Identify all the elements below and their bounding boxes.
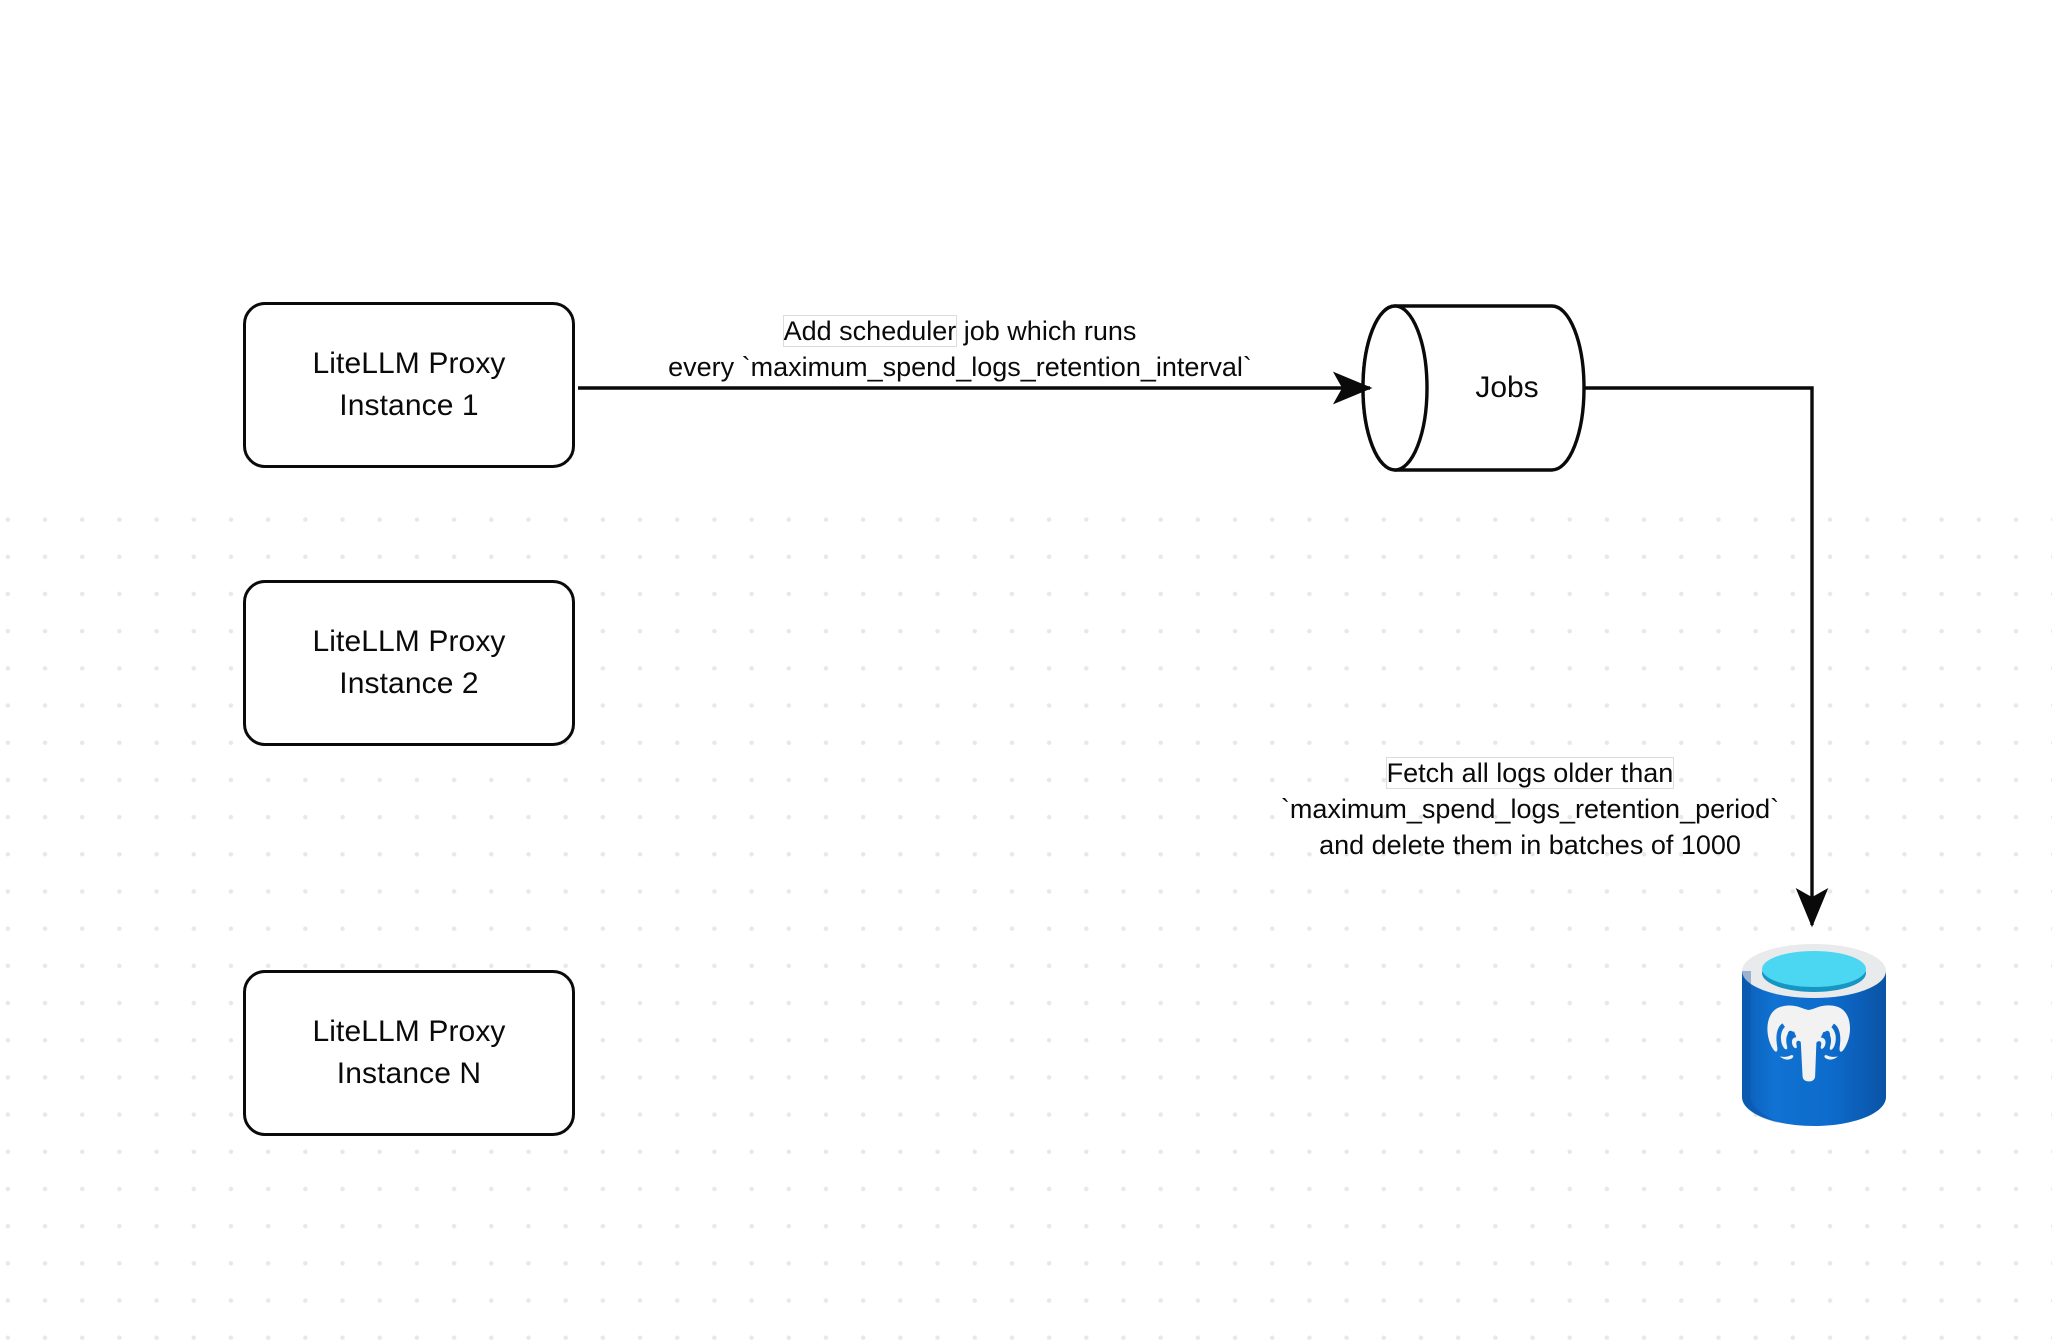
- edge-scheduler-label: Add scheduler job which runs every `maxi…: [610, 313, 1310, 385]
- node-proxy-instance-2-label: LiteLLM Proxy Instance 2: [312, 625, 506, 700]
- jobs-cylinder-shape: [1361, 304, 1586, 472]
- edge-cleanup-label: Fetch all logs older than `maximum_spend…: [1250, 755, 1810, 863]
- node-proxy-instance-1[interactable]: LiteLLM Proxy Instance 1: [243, 302, 575, 468]
- node-postgres-database[interactable]: [1739, 938, 1889, 1130]
- node-jobs-queue-label: Jobs: [1475, 371, 1539, 404]
- edge-scheduler-label-line-2: every `maximum_spend_logs_retention_inte…: [668, 352, 1252, 382]
- edge-cleanup-line: [1584, 386, 1829, 928]
- edge-cleanup-label-line-2: `maximum_spend_logs_retention_period`: [1280, 794, 1780, 824]
- node-proxy-instance-n-label: LiteLLM Proxy Instance N: [312, 1015, 506, 1090]
- edge-cleanup-label-line-3: and delete them in batches of 1000: [1319, 830, 1741, 860]
- edge-scheduler-label-suffix: job which runs: [956, 316, 1137, 346]
- edge-cleanup-label-line-1: Fetch all logs older than: [1250, 755, 1810, 791]
- node-proxy-instance-n[interactable]: LiteLLM Proxy Instance N: [243, 970, 575, 1136]
- node-proxy-instance-1-label: LiteLLM Proxy Instance 1: [312, 347, 506, 422]
- edge-cleanup-label-highlight: Fetch all logs older than: [1386, 758, 1674, 788]
- edge-scheduler-label-highlight: Add scheduler: [783, 316, 957, 346]
- postgresql-elephant-icon: [1742, 944, 1886, 1126]
- edge-scheduler-label-line-1: Add scheduler job which runs: [610, 313, 1310, 349]
- node-proxy-instance-2[interactable]: LiteLLM Proxy Instance 2: [243, 580, 575, 746]
